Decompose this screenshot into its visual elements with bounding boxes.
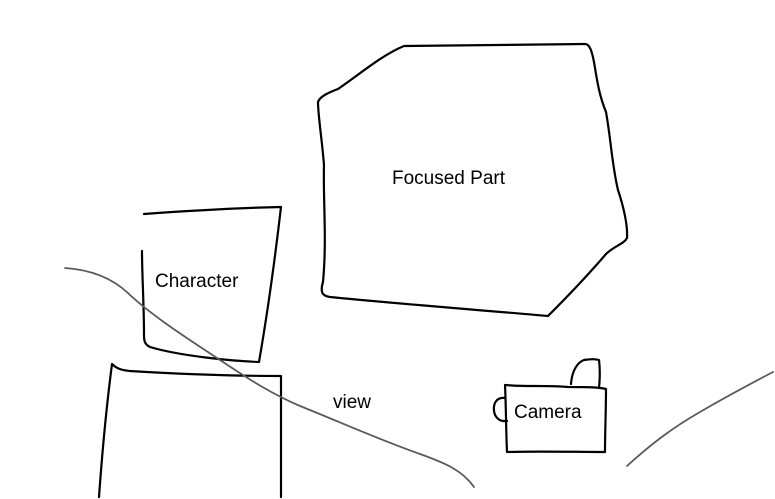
camera-viewfinder-shape (569, 358, 601, 390)
character-label: Character (155, 271, 239, 292)
camera-body-shape (503, 383, 608, 454)
view-label: view (333, 392, 371, 413)
camera-label: Camera (514, 402, 582, 423)
focused-part-shape (316, 42, 629, 318)
camera-lens-shape (492, 396, 509, 423)
character-shape (140, 205, 283, 364)
lower-block-shape (97, 362, 283, 499)
view-line-left (64, 267, 475, 488)
focused-part-label: Focused Part (392, 168, 506, 189)
view-line-right (626, 371, 774, 467)
